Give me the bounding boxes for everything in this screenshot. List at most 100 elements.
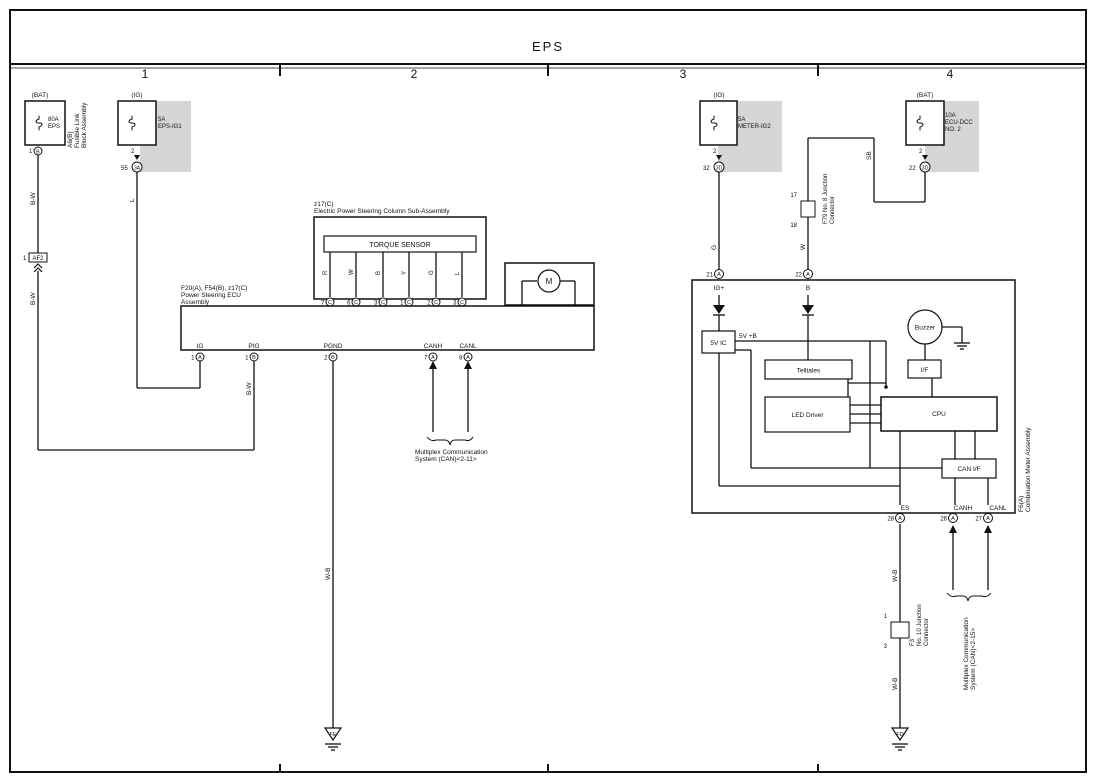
svg-text:5V IC: 5V IC	[710, 340, 727, 347]
svg-text:(BAT): (BAT)	[917, 92, 934, 99]
svg-text:7: 7	[321, 301, 325, 307]
svg-text:21: 21	[706, 273, 713, 279]
svg-text:B: B	[252, 355, 256, 361]
svg-text:3D: 3D	[716, 166, 723, 172]
fusible-link-label: A6(B) Fusible Link Block Assembly	[67, 102, 88, 148]
svg-text:A: A	[951, 516, 955, 522]
steering-column-assembly	[313, 216, 487, 300]
ground-fd: FD	[890, 727, 910, 751]
wire-color-label: Y	[402, 271, 408, 275]
can-lines-1	[426, 361, 474, 446]
svg-text:LED Driver: LED Driver	[792, 412, 825, 419]
fuse-ecu-dcc: (BAT) 10A ECU-DCC NO. 2 2 22 3D	[905, 92, 979, 173]
svg-text:C: C	[460, 300, 464, 306]
svg-text:A: A	[431, 355, 435, 361]
junction-connector-10: 1 3 F3 No. 10 Junction Connector	[884, 604, 930, 650]
svg-text:Electric Power Steering Column: Electric Power Steering Column Sub-Assem…	[314, 208, 450, 215]
svg-text:CAN I/F: CAN I/F	[957, 466, 980, 473]
svg-text:Fusible Link: Fusible Link	[74, 113, 81, 148]
svg-text:Connector: Connector	[830, 196, 836, 224]
svg-text:Power Steering ECU: Power Steering ECU	[181, 292, 241, 299]
diode-icon	[713, 295, 725, 331]
svg-text:1: 1	[400, 301, 404, 307]
svg-text:22: 22	[795, 273, 802, 279]
column-number: 2	[411, 67, 418, 81]
wire-color-label: B-W	[246, 382, 253, 396]
svg-text:A: A	[466, 355, 470, 361]
ecu-pin: CANH A7	[424, 343, 443, 362]
motor-icon	[537, 269, 561, 293]
wire-color-label: B-W	[30, 292, 37, 306]
svg-text:A: A	[806, 272, 810, 278]
svg-text:3: 3	[453, 301, 457, 307]
pin-name: CANL	[989, 505, 1007, 512]
svg-text:F6(A): F6(A)	[1018, 496, 1025, 512]
svg-text:5A: 5A	[158, 117, 165, 123]
svg-text:5A: 5A	[738, 117, 745, 123]
fuse-eps: (BAT) 80A EPS 1 B	[24, 92, 66, 156]
meter-internal-wiring	[718, 340, 989, 505]
diode-icon	[802, 295, 814, 341]
svg-text:28: 28	[887, 517, 894, 523]
svg-text:2: 2	[919, 149, 923, 155]
svg-text:1: 1	[884, 614, 888, 620]
svg-text:I/F: I/F	[921, 367, 929, 374]
pin-name: CANH	[424, 343, 443, 350]
svg-text:C: C	[328, 300, 332, 306]
fuse-eps-ig1: (IG) 5A EPS-IG1 2 55 3A	[117, 92, 191, 173]
svg-text:1: 1	[191, 356, 195, 362]
pin-name: ES	[901, 505, 910, 512]
pin-name: PGND	[324, 343, 343, 350]
fuse-meter-ig2: (IG) 5A METER-IG2 2 32 3D	[699, 92, 782, 173]
svg-text:A6(B): A6(B)	[67, 131, 74, 148]
svg-text:Assembly: Assembly	[181, 299, 210, 306]
wire-color-label: R	[323, 270, 329, 275]
torque-sensor	[323, 235, 477, 253]
wire-color-label: W	[349, 269, 355, 275]
wire-color-label: L	[455, 271, 461, 275]
svg-text:(IG): (IG)	[131, 92, 142, 99]
wire-color-label: SB	[866, 151, 873, 160]
wire-ig1	[136, 172, 201, 389]
pin-name: IG	[197, 343, 204, 350]
torque-sensor-label: TORQUE SENSOR	[369, 242, 430, 249]
svg-text:M: M	[546, 277, 553, 286]
wire-color-label: B	[376, 271, 382, 275]
buzzer: Buzzer	[907, 309, 963, 360]
svg-text:2: 2	[324, 356, 328, 362]
svg-text:FD: FD	[896, 732, 903, 738]
svg-text:27: 27	[975, 517, 982, 523]
svg-text:System (CAN)<2-15>: System (CAN)<2-15>	[970, 628, 977, 690]
svg-text:80A: 80A	[48, 117, 59, 123]
pin-name: IG+	[714, 285, 725, 292]
svg-text:7: 7	[424, 356, 428, 362]
svg-text:ECU-DCC: ECU-DCC	[945, 120, 973, 126]
can-if-block: CAN I/F	[941, 458, 997, 479]
svg-text:C: C	[381, 300, 385, 306]
connector-af2: 1 AF2	[23, 252, 48, 273]
meter-label: F6(A) Combination Meter Assembly	[1018, 427, 1032, 512]
svg-text:(IG): (IG)	[713, 92, 724, 99]
svg-text:3D: 3D	[922, 166, 929, 172]
svg-text:1: 1	[245, 356, 249, 362]
cpu-block: CPU	[880, 396, 998, 432]
wire-color-label: W-B	[325, 567, 332, 580]
svg-text:Multiplex Communication: Multiplex Communication	[415, 449, 488, 456]
svg-text:C: C	[354, 300, 358, 306]
svg-text:F3: F3	[910, 638, 916, 646]
wire-color-label: W-B	[892, 677, 899, 690]
wire-color-label: G	[429, 270, 435, 275]
svg-text:32: 32	[703, 166, 710, 172]
svg-text:Combination Meter Assembly: Combination Meter Assembly	[1025, 427, 1032, 512]
svg-text:Multiplex Communication: Multiplex Communication	[963, 617, 970, 690]
svg-text:B: B	[36, 150, 40, 156]
multiplex-label-2: Multiplex Communication System (CAN)<2-1…	[963, 617, 977, 690]
svg-text:METER-IG2: METER-IG2	[738, 124, 771, 130]
